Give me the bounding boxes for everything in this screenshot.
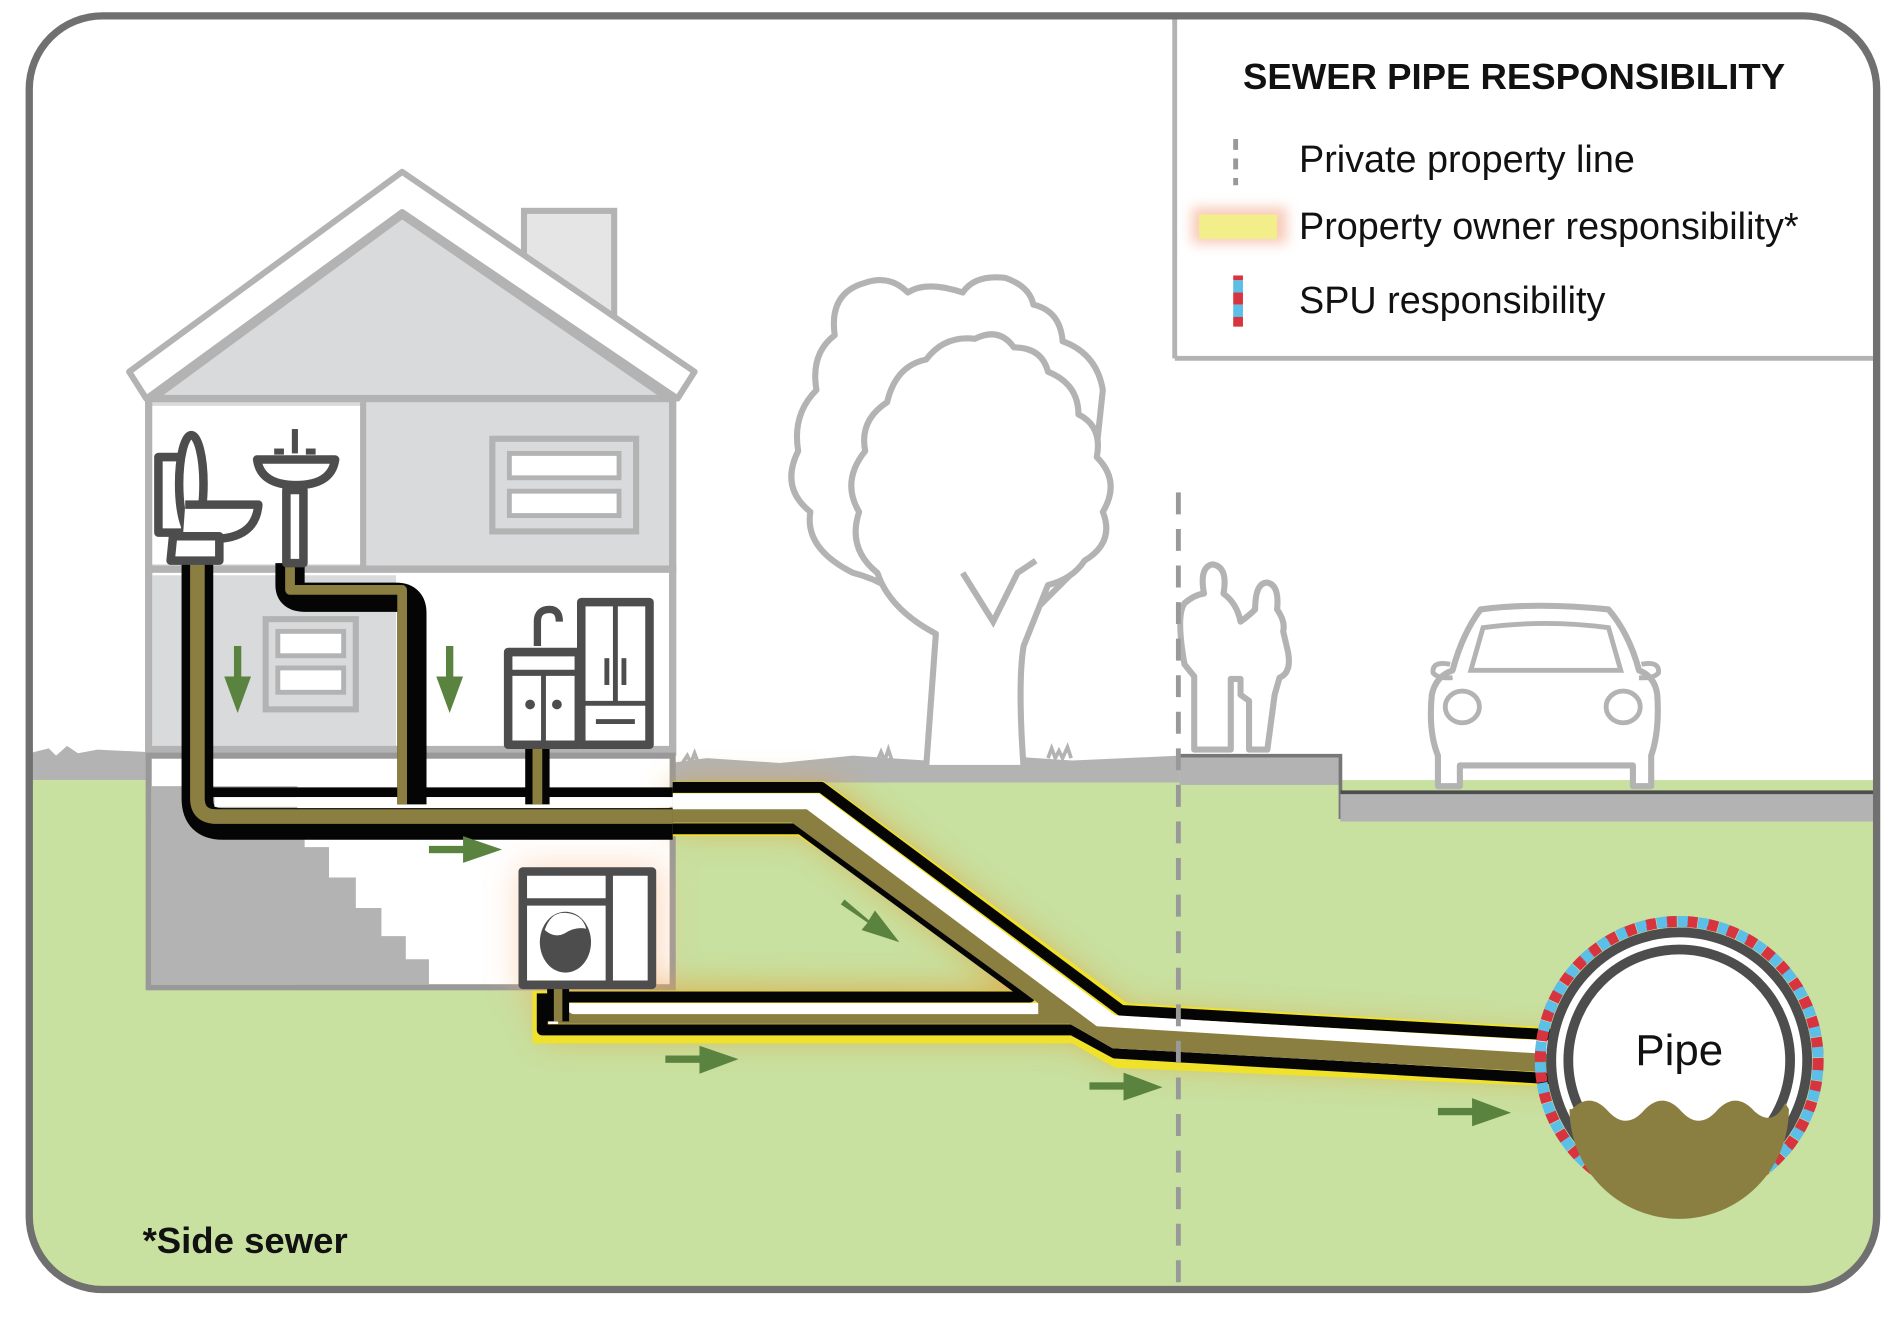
down-arrow-icon — [224, 645, 252, 714]
refrigerator-icon — [577, 597, 654, 749]
right-arrow-icon — [1437, 1098, 1512, 1127]
down-arrow-icon — [436, 645, 464, 714]
flow-arrows — [224, 645, 1512, 1127]
right-arrow-icon — [1089, 1072, 1163, 1101]
kitchen-sink-cabinet-icon — [503, 605, 584, 749]
pipe-label: Pipe — [1635, 1026, 1723, 1075]
upper-window — [489, 435, 640, 535]
bathroom-sink-icon — [252, 429, 340, 568]
striped-line-icon — [1233, 275, 1243, 327]
car-illustration — [1427, 602, 1661, 790]
lower-window — [262, 616, 359, 713]
toilet-icon — [154, 430, 263, 565]
diagonal-arrow-icon — [840, 899, 900, 943]
sewer-pipes — [181, 560, 1597, 1088]
right-arrow-icon — [428, 836, 503, 863]
legend-item-spu-responsibility: SPU responsibility — [1233, 275, 1606, 327]
right-arrow-icon — [665, 1045, 739, 1074]
side-sewer-footnote: *Side sewer — [143, 1220, 348, 1261]
city-sewer-main: Pipe — [1534, 915, 1824, 1219]
trees-illustration — [788, 274, 1114, 771]
basement-stairs — [151, 819, 429, 985]
legend-label: Private property line — [1299, 139, 1635, 181]
legend-label: Property owner responsibility* — [1299, 206, 1799, 248]
legend: SEWER PIPE RESPONSIBILITY Private proper… — [1172, 19, 1873, 361]
legend-item-owner-responsibility: Property owner responsibility* — [1191, 206, 1799, 248]
washing-machine-icon — [518, 867, 657, 990]
yellow-bar-icon — [1199, 214, 1278, 239]
legend-title: SEWER PIPE RESPONSIBILITY — [1243, 56, 1785, 97]
legend-label: SPU responsibility — [1299, 280, 1606, 322]
legend-item-property-line: Private property line — [1233, 139, 1635, 186]
pedestrians-illustration — [1177, 561, 1292, 753]
